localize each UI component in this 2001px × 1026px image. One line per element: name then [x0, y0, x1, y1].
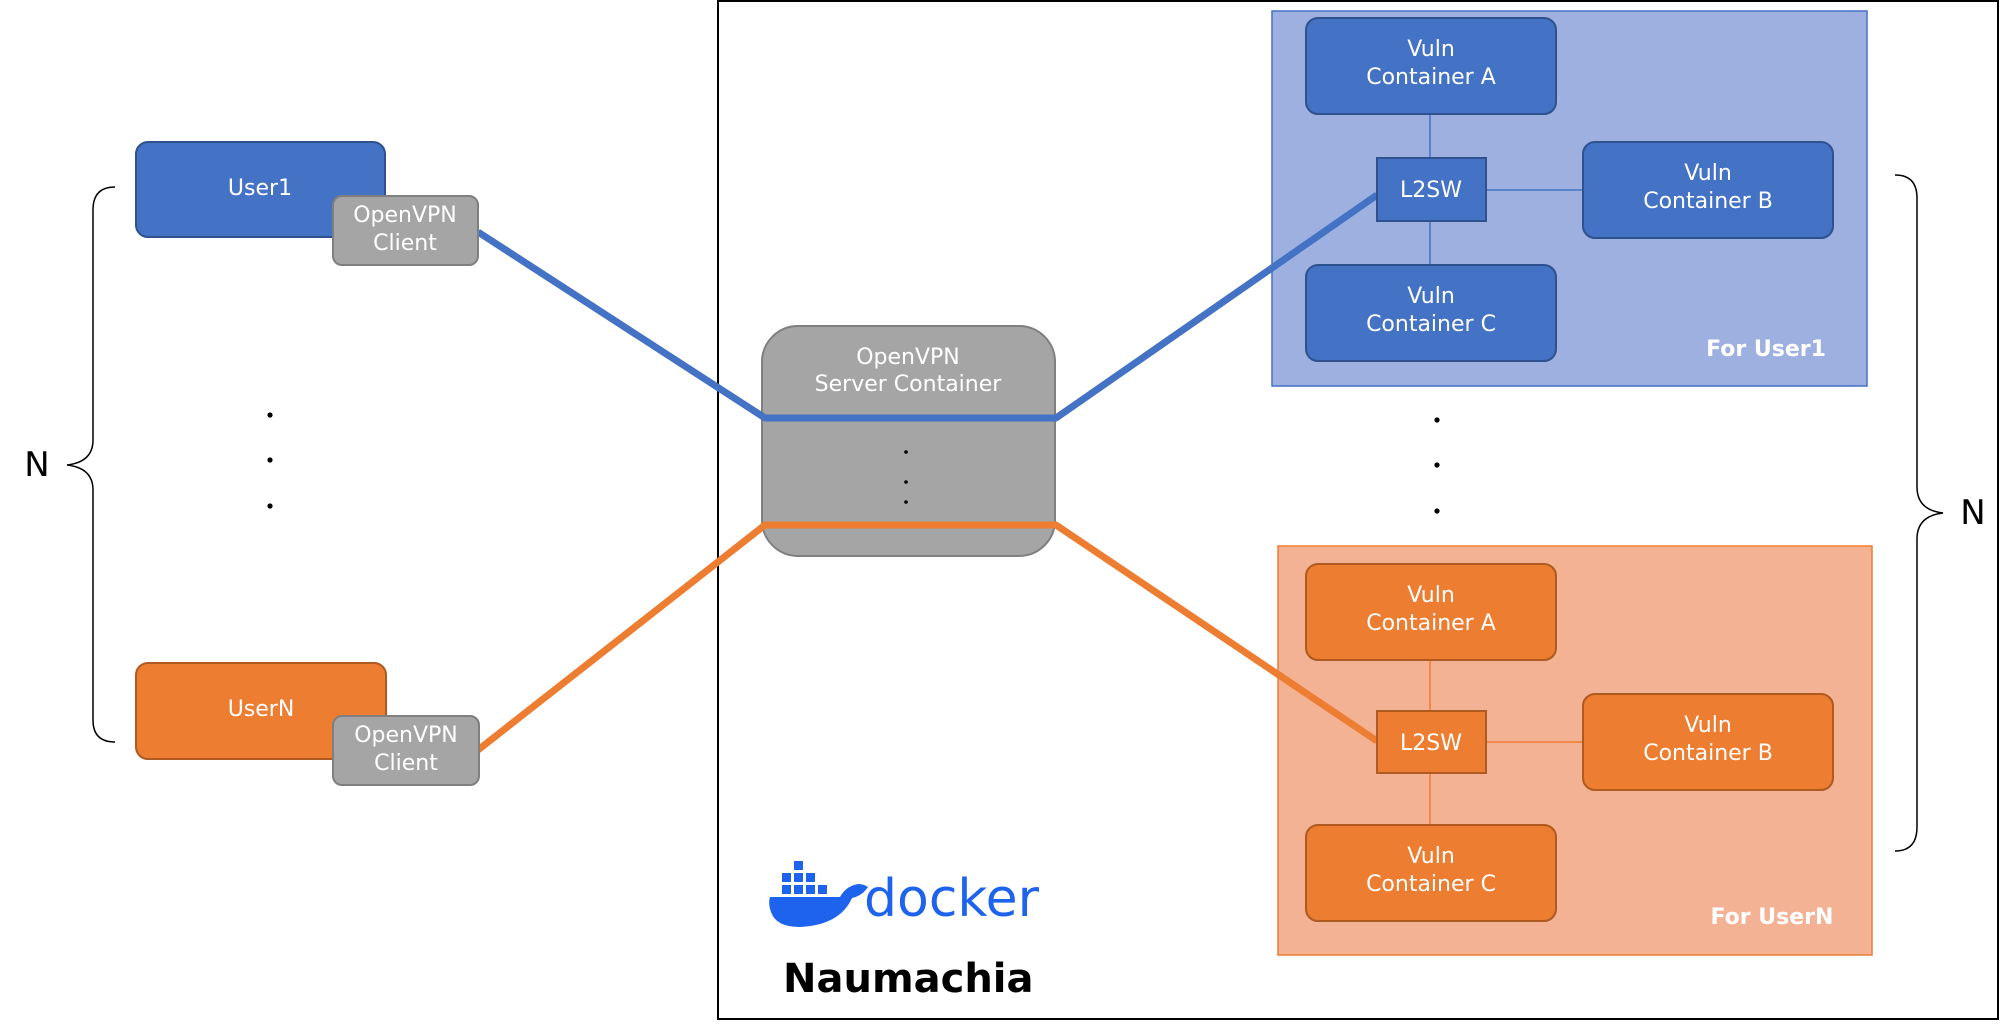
- userN-vuln-container-b: [1582, 693, 1834, 791]
- user1-vuln-c-line1: Vuln: [1407, 284, 1455, 309]
- user1-vuln-a-line1: Vuln: [1407, 37, 1455, 62]
- left-brace: [66, 186, 116, 743]
- user1-vuln-c-line2: Container C: [1366, 312, 1496, 337]
- userN-group-caption: For UserN: [1711, 905, 1834, 930]
- userN-vuln-a-line1: Vuln: [1407, 583, 1455, 608]
- user1-vuln-container-c: [1305, 264, 1557, 362]
- userN-vuln-b-line1: Vuln: [1684, 713, 1732, 738]
- user1-openvpn-client: [332, 195, 479, 266]
- diagram-title: Naumachia: [783, 956, 1034, 1002]
- userN-client-line1: OpenVPN: [354, 723, 458, 748]
- naumachia-frame: [717, 0, 1999, 1020]
- user1-box: [135, 141, 386, 238]
- userN-vuln-b-line2: Container B: [1643, 741, 1773, 766]
- user1-l2sw: [1376, 157, 1487, 222]
- userN-openvpn-client: [332, 715, 480, 786]
- server-label-line1: OpenVPN: [856, 345, 960, 370]
- userN-vuln-a-line2: Container A: [1366, 611, 1496, 636]
- groups-ellipsis: [1434, 417, 1440, 514]
- server-ellipsis: [904, 450, 908, 504]
- left-ellipsis: [267, 412, 273, 509]
- userN-client-line2: Client: [374, 751, 438, 776]
- userN-l2sw: [1376, 710, 1487, 774]
- user1-vuln-a-line2: Container A: [1366, 65, 1496, 90]
- userN-vuln-container-c: [1305, 824, 1557, 922]
- userN-vuln-container-a: [1305, 563, 1557, 661]
- user1-vuln-container-b: [1582, 141, 1834, 239]
- userN-vuln-c-line1: Vuln: [1407, 844, 1455, 869]
- server-label-line2: Server Container: [815, 372, 1003, 397]
- user1-client-line2: Client: [373, 231, 437, 256]
- user1-l2sw-label: L2SW: [1400, 178, 1462, 203]
- user1-vuln-b-line2: Container B: [1643, 189, 1773, 214]
- userN-box: [135, 662, 387, 760]
- docker-logo: docker: [769, 861, 1040, 929]
- group-userN-links: [1429, 660, 1584, 825]
- tunnel-userN: [475, 521, 1379, 753]
- docker-wordmark: docker: [864, 869, 1040, 929]
- userN-l2sw-label: L2SW: [1400, 731, 1462, 756]
- left-brace-label: N: [24, 445, 49, 485]
- docker-whale-icon: [769, 861, 868, 927]
- right-brace: [1894, 174, 1944, 852]
- user1-vuln-b-line1: Vuln: [1684, 161, 1732, 186]
- openvpn-server-container: [761, 325, 1056, 557]
- user1-label: User1: [228, 176, 292, 201]
- group-user1-links: [1429, 113, 1584, 264]
- tunnel-user1: [476, 192, 1379, 422]
- userN-vuln-c-line2: Container C: [1366, 872, 1496, 897]
- user1-vuln-container-a: [1305, 17, 1557, 115]
- user1-client-line1: OpenVPN: [353, 203, 457, 228]
- userN-label: UserN: [228, 697, 295, 722]
- right-brace-label: N: [1960, 493, 1985, 533]
- user1-group-caption: For User1: [1706, 337, 1826, 362]
